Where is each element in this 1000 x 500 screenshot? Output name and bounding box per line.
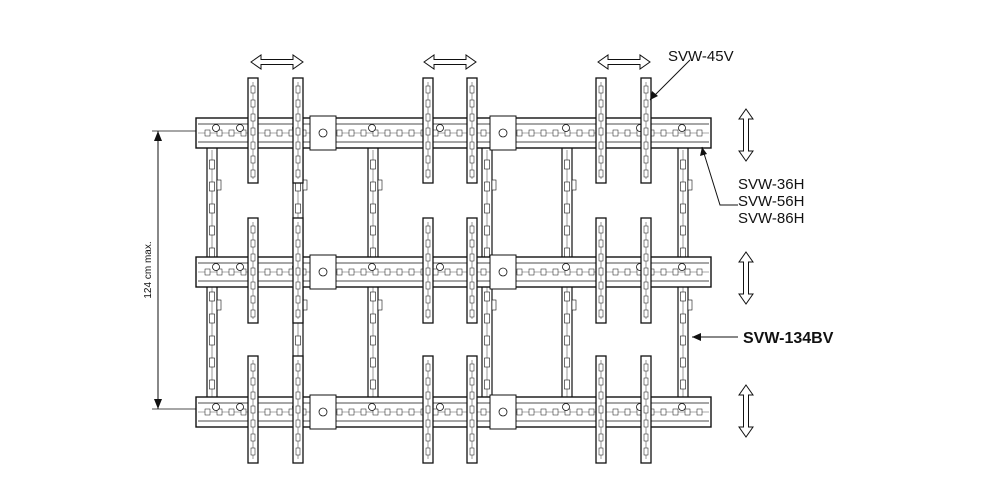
- vertical-adjust-arrow: [738, 251, 754, 305]
- horizontal-adjust-arrow: [423, 54, 477, 70]
- vertical-adjust-arrow: [738, 108, 754, 162]
- vertical-rail: [640, 77, 652, 184]
- adjustment-arrows: [250, 54, 754, 438]
- label-svw-56h: SVW-56H: [738, 193, 804, 210]
- vertical-rail: [292, 355, 304, 464]
- leader-arrowhead: [700, 147, 707, 156]
- vertical-rail: [247, 77, 259, 184]
- height-dimension: [152, 130, 196, 410]
- label-max-height: 124 cm max.: [143, 241, 154, 298]
- dimension-arrowhead-bottom: [154, 399, 162, 409]
- horizontal-rails: [195, 115, 712, 430]
- label-svw-86h: SVW-86H: [738, 210, 804, 227]
- leader-arrowhead: [692, 333, 701, 341]
- vertical-adjust-arrow: [738, 384, 754, 438]
- horizontal-rail: [195, 394, 712, 430]
- horizontal-rail: [195, 254, 712, 290]
- vertical-rails-svw45v: [247, 77, 652, 464]
- label-svw-134bv: SVW-134BV: [743, 330, 834, 347]
- vertical-rail: [466, 77, 478, 184]
- vertical-rail: [247, 217, 259, 324]
- leader-svw-h: [701, 146, 738, 206]
- leader-arrowhead: [650, 91, 658, 100]
- dimension-arrowhead-top: [154, 131, 162, 141]
- vertical-rail: [595, 77, 607, 184]
- vertical-rail: [640, 355, 652, 464]
- vertical-rail: [422, 77, 434, 184]
- horizontal-adjust-arrow: [250, 54, 304, 70]
- vertical-rail: [292, 217, 304, 324]
- leader-lines: [649, 59, 738, 341]
- vertical-rail: [640, 217, 652, 324]
- vertical-rail: [292, 77, 304, 184]
- vertical-rail: [595, 355, 607, 464]
- leader-svw-45v: [649, 59, 691, 101]
- vertical-rail: [595, 217, 607, 324]
- label-svw-36h: SVW-36H: [738, 176, 804, 193]
- label-svw-45v: SVW-45V: [668, 48, 734, 65]
- vertical-rail: [422, 355, 434, 464]
- horizontal-adjust-arrow: [597, 54, 651, 70]
- vertical-rail: [466, 355, 478, 464]
- vertical-rail: [422, 217, 434, 324]
- horizontal-rail: [195, 115, 712, 151]
- vertical-rail: [466, 217, 478, 324]
- vertical-rail: [247, 355, 259, 464]
